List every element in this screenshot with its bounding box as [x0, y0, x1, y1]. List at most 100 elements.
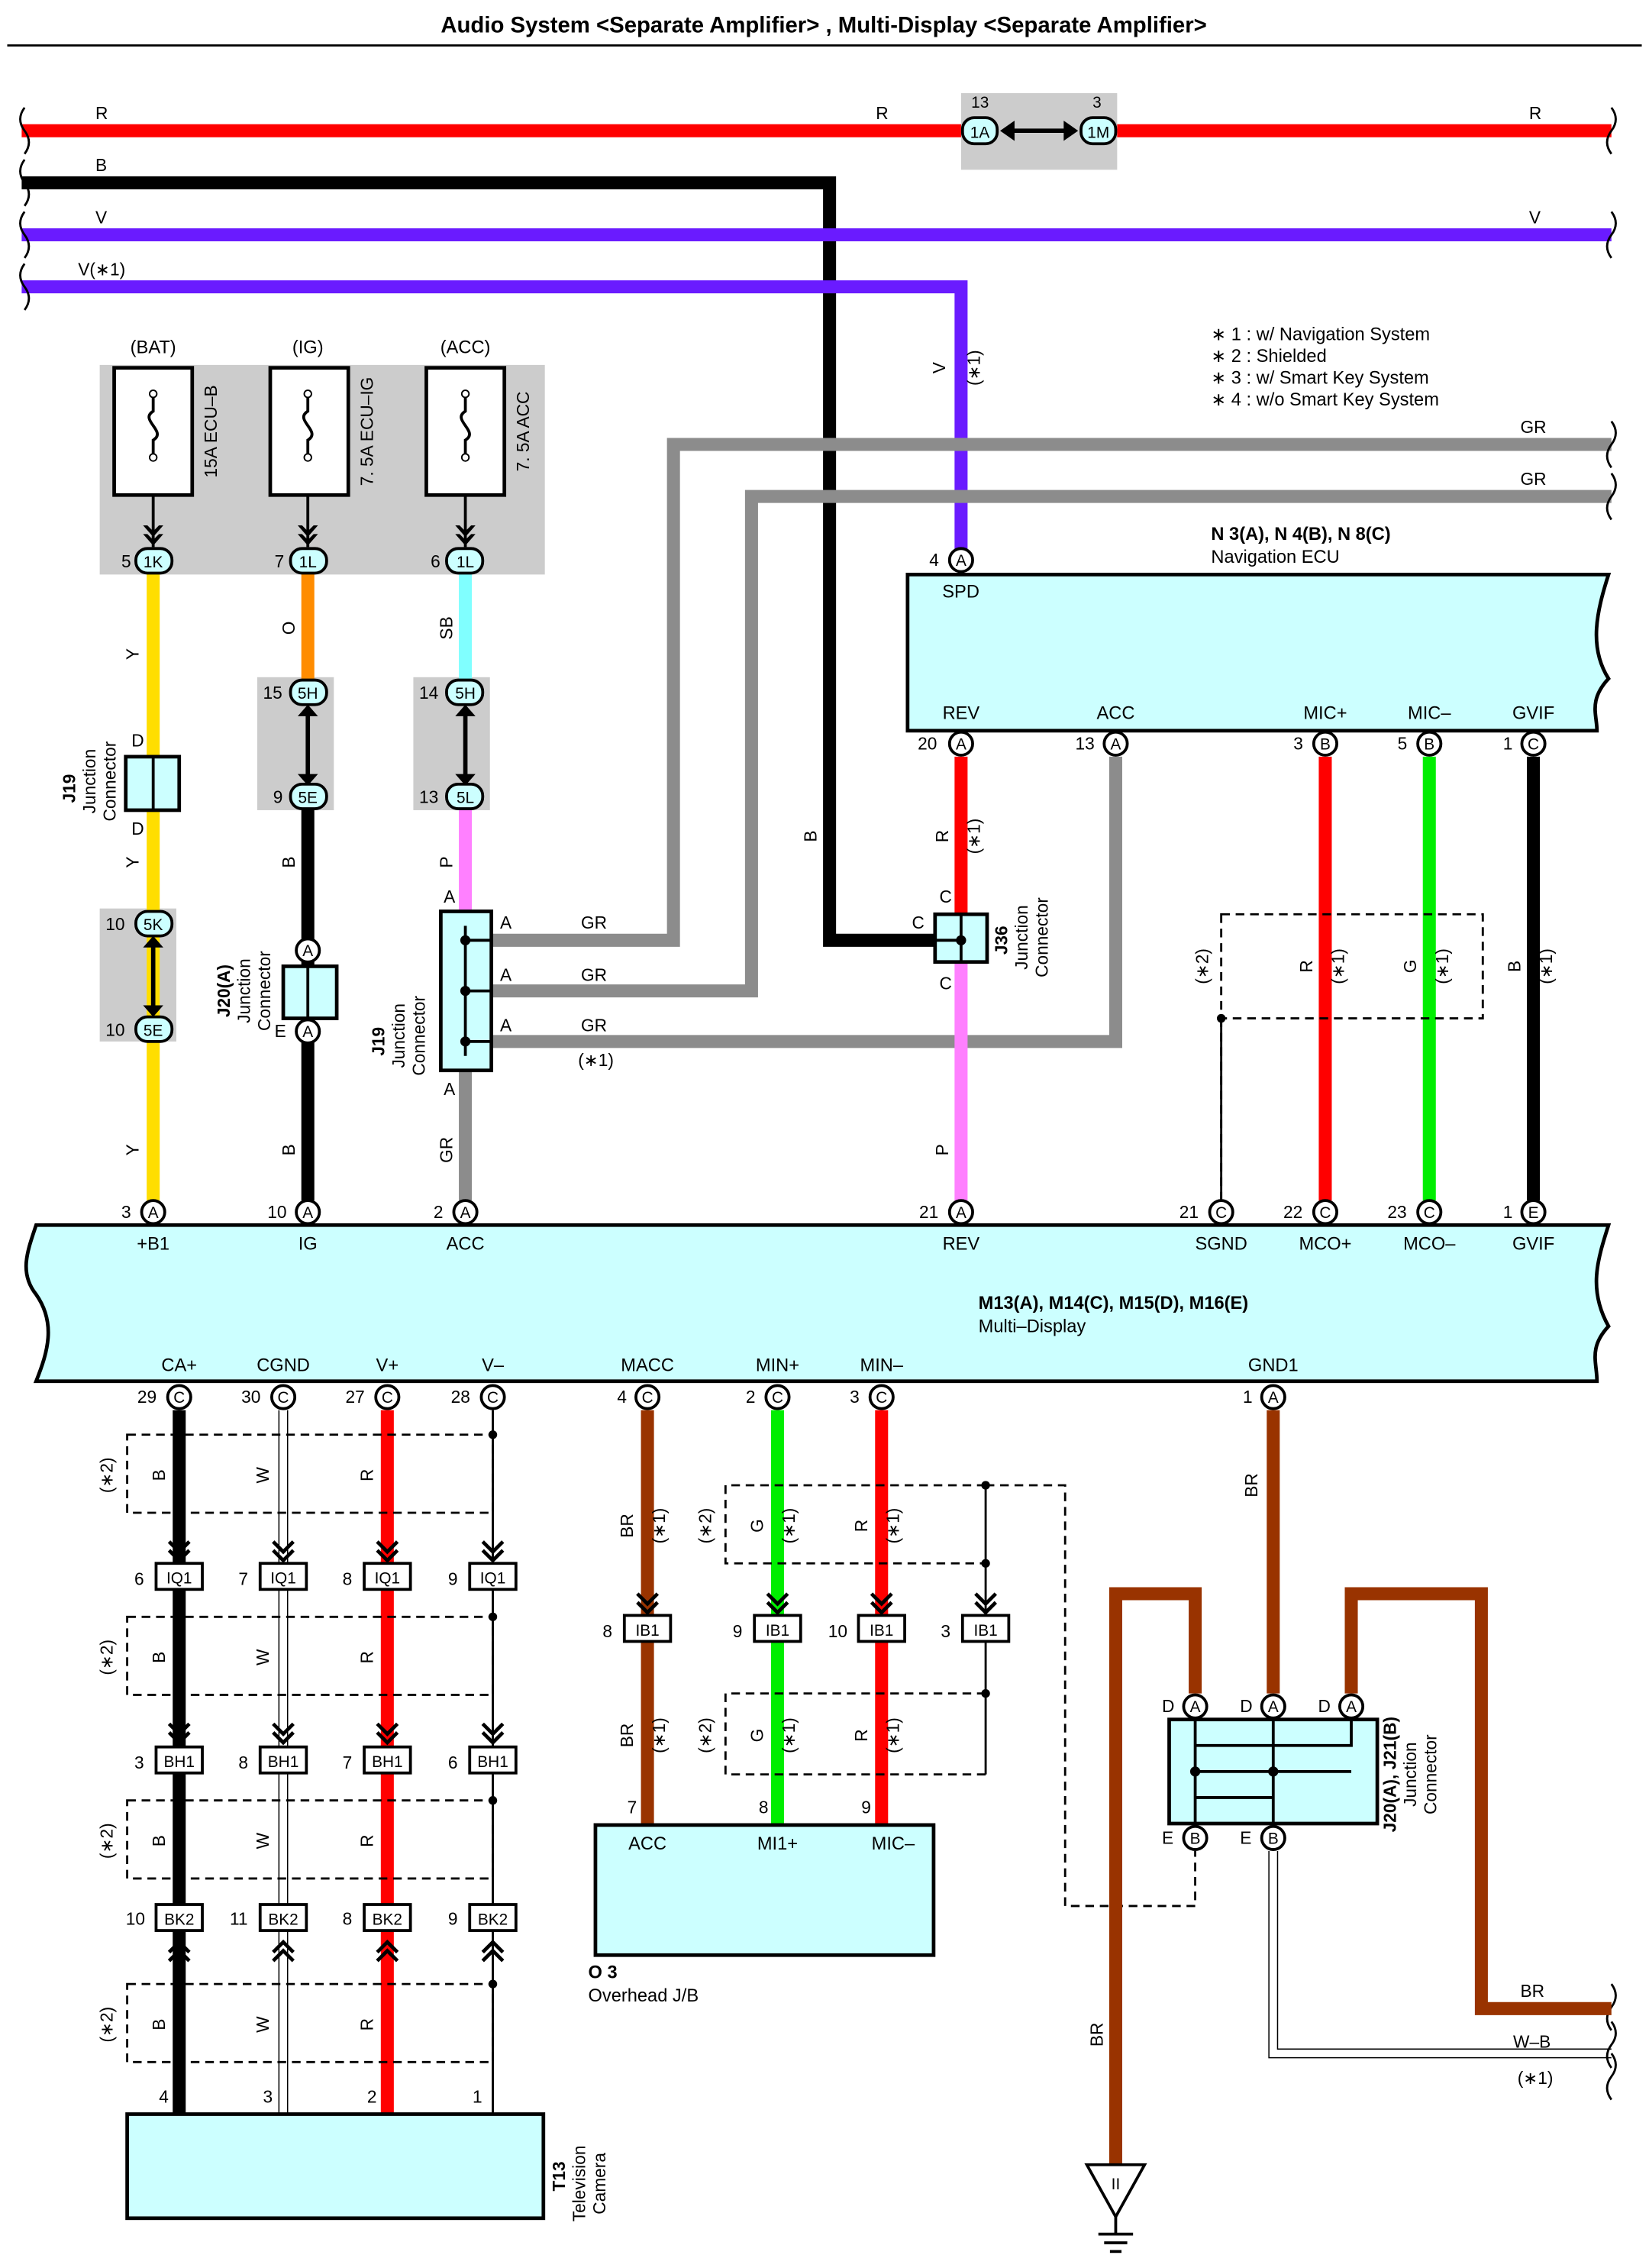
svg-text:J36: J36 [991, 926, 1011, 955]
svg-text:W: W [253, 1649, 273, 1665]
junction-j20-j21: A A A D D D B B E E J20(A), J21(B) Junct… [1162, 1693, 1441, 1851]
svg-text:MIC–: MIC– [872, 1834, 915, 1854]
svg-text:O 3: O 3 [588, 1963, 617, 1983]
svg-text:(∗2): (∗2) [1192, 948, 1212, 984]
svg-text:Connector: Connector [1421, 1734, 1441, 1814]
svg-text:B: B [279, 857, 298, 868]
svg-text:GR: GR [581, 1016, 607, 1035]
svg-text:21: 21 [1179, 1202, 1199, 1222]
svg-text:G: G [747, 1519, 767, 1533]
svg-text:C: C [1424, 1204, 1435, 1222]
svg-text:10: 10 [105, 1019, 124, 1039]
left-wire-labels: Y Y Y O B B SB P GR B V (∗1) [123, 350, 984, 1163]
svg-text:D: D [131, 731, 144, 751]
svg-text:∗ 2 : Shielded: ∗ 2 : Shielded [1211, 347, 1326, 367]
svg-text:GND1: GND1 [1248, 1355, 1299, 1375]
bus-label-b: B [95, 155, 107, 175]
iq1-connectors: 6 IQ1 7 IQ1 8 IQ1 9 IQ1 [134, 1540, 518, 1591]
svg-text:O: O [279, 622, 298, 635]
svg-text:G: G [747, 1729, 767, 1743]
svg-text:Junction: Junction [79, 749, 99, 814]
svg-text:B: B [801, 830, 821, 842]
svg-text:3: 3 [1092, 94, 1102, 111]
svg-text:9: 9 [273, 787, 283, 806]
svg-text:J20(A), J21(B): J20(A), J21(B) [1380, 1717, 1400, 1832]
overhead-shield-dots [981, 1481, 990, 1698]
svg-text:1M: 1M [1087, 124, 1109, 142]
svg-text:(∗1): (∗1) [883, 1717, 902, 1753]
svg-text:CA+: CA+ [161, 1355, 197, 1375]
svg-text:R: R [1296, 960, 1316, 972]
svg-text:(∗2): (∗2) [97, 2007, 117, 2043]
svg-text:8: 8 [343, 1909, 353, 1929]
svg-text:1L: 1L [299, 554, 317, 571]
mid-connector-5h-5l: 14 5H 13 5L [419, 678, 485, 810]
svg-text:BK2: BK2 [268, 1911, 298, 1929]
svg-text:7: 7 [343, 1753, 353, 1772]
svg-text:V–: V– [482, 1355, 505, 1375]
svg-text:C: C [278, 1389, 289, 1407]
svg-text:(∗1): (∗1) [964, 350, 984, 386]
junction-j36: C C C J36 Junction Connector [912, 887, 1052, 993]
bus-label-gr1: GR [1521, 417, 1547, 437]
svg-text:II: II [1112, 2176, 1121, 2193]
svg-text:D: D [1318, 1696, 1330, 1716]
svg-text:D: D [1240, 1696, 1252, 1716]
camera-shield-dots [488, 1430, 498, 1989]
svg-text:3: 3 [263, 2086, 273, 2106]
svg-text:BR: BR [1086, 2023, 1106, 2047]
svg-text:E: E [1162, 1828, 1173, 1848]
svg-text:B: B [279, 1144, 298, 1155]
ground-wires [1108, 1410, 1612, 2165]
svg-text:V: V [929, 361, 949, 373]
junction-j19-a: D D J19 Junction Connector [59, 731, 182, 838]
svg-text:MACC: MACC [621, 1355, 674, 1375]
svg-text:Y: Y [123, 857, 143, 868]
svg-text:E: E [1240, 1828, 1251, 1848]
svg-text:5K: 5K [144, 916, 163, 934]
gr-wire-labels: GR GR GR (∗1) [578, 913, 614, 1070]
svg-text:REV: REV [943, 1234, 980, 1254]
svg-text:29: 29 [137, 1387, 157, 1407]
svg-text:1: 1 [1503, 733, 1513, 753]
svg-text:A: A [1346, 1698, 1357, 1716]
svg-text:(∗1): (∗1) [964, 819, 984, 855]
svg-text:5E: 5E [298, 789, 317, 806]
camera-wire-labels: (∗2) B W R (∗2) B W R (∗2) B W R (∗2) B … [97, 1457, 377, 2042]
svg-text:10: 10 [267, 1202, 286, 1222]
svg-text:(BAT): (BAT) [131, 338, 176, 358]
svg-text:GR: GR [581, 913, 607, 932]
svg-text:REV: REV [943, 704, 980, 724]
svg-text:4: 4 [159, 2086, 169, 2106]
bus-wires [21, 124, 1612, 1048]
svg-text:5E: 5E [144, 1022, 163, 1039]
svg-text:28: 28 [451, 1387, 470, 1407]
svg-text:GVIF: GVIF [1512, 704, 1554, 724]
svg-text:BR: BR [617, 1724, 637, 1748]
bus-label-r-right: R [1529, 103, 1541, 123]
svg-text:P: P [932, 1144, 952, 1155]
svg-text:(∗2): (∗2) [97, 1823, 117, 1859]
svg-text:8: 8 [759, 1798, 769, 1817]
svg-text:N 3(A), N 4(B), N 8(C): N 3(A), N 4(B), N 8(C) [1211, 525, 1390, 544]
svg-text:(∗1): (∗1) [1432, 948, 1452, 984]
camera-shields [126, 1433, 494, 2063]
svg-text:∗ 4 : w/o Smart Key System: ∗ 4 : w/o Smart Key System [1211, 390, 1439, 410]
svg-text:8: 8 [602, 1621, 612, 1641]
bus-label-r-left: R [95, 103, 108, 123]
svg-text:R: R [932, 830, 952, 842]
svg-text:IB1: IB1 [635, 1622, 659, 1640]
svg-text:(∗2): (∗2) [97, 1457, 117, 1493]
svg-text:C: C [1319, 1204, 1331, 1222]
svg-text:Connector: Connector [254, 951, 274, 1031]
svg-text:R: R [357, 1651, 376, 1663]
svg-text:30: 30 [241, 1387, 260, 1407]
bh1-connectors: 3 BH1 8 BH1 7 BH1 6 BH1 [134, 1722, 518, 1775]
svg-text:4: 4 [929, 550, 939, 570]
television-camera: 4 3 2 1 T13 Television Camera [125, 2086, 609, 2221]
svg-text:GR: GR [581, 964, 607, 984]
svg-text:Connector: Connector [99, 741, 119, 821]
svg-text:1: 1 [1243, 1387, 1253, 1407]
wb-wire [1268, 1850, 1612, 2059]
svg-text:R: R [851, 1520, 871, 1532]
